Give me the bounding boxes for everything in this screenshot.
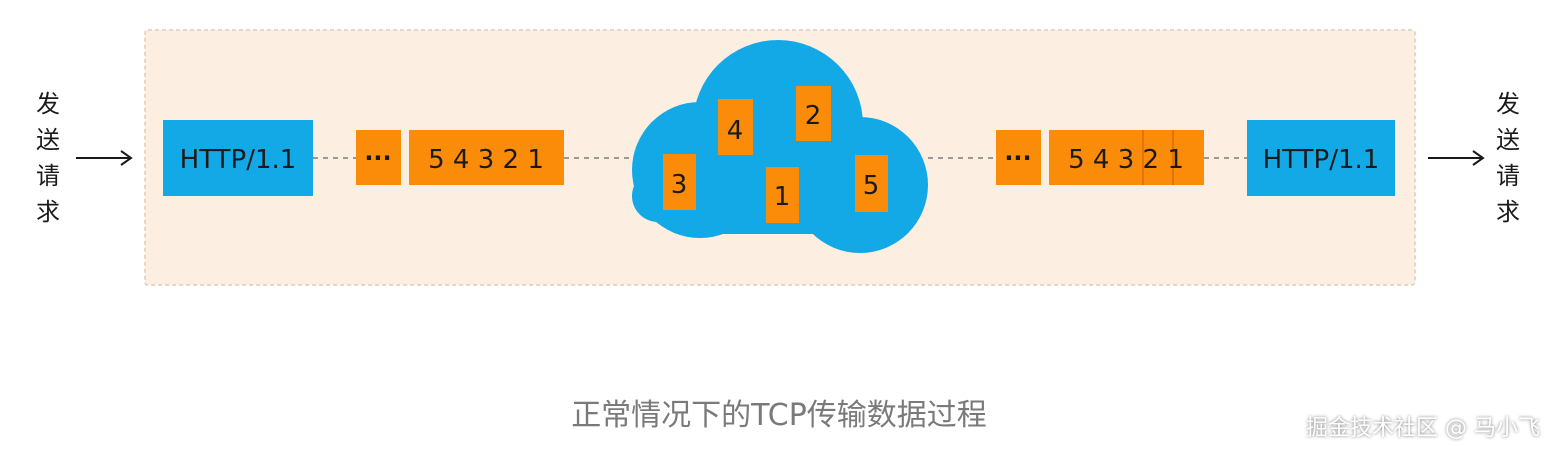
right-label-char: 请 (1496, 162, 1520, 190)
cloud-packet-4 (718, 99, 753, 155)
left-label-char: 求 (36, 198, 60, 226)
right-queue-packet (1049, 130, 1204, 185)
left-queue-label: 5 4 3 2 1 (428, 145, 544, 175)
cloud-packet-label: 2 (805, 101, 822, 131)
right-label-char: 发 (1496, 90, 1520, 118)
left-label-char: 请 (36, 162, 60, 190)
right-label-char: 求 (1496, 198, 1520, 226)
left-send-request-label: 发 送 请 求 (36, 90, 60, 226)
diagram-caption: 正常情况下的TCP传输数据过程 (571, 398, 987, 433)
cloud-packet-3 (663, 154, 696, 210)
right-send-request-label: 发 送 请 求 (1496, 90, 1520, 226)
left-label-char: 送 (36, 126, 60, 154)
cloud-packets: 4 2 3 1 5 (663, 86, 888, 223)
cloud-packet-label: 5 (863, 171, 880, 201)
right-ellipsis: ··· (1004, 144, 1031, 172)
left-ellipsis: ··· (364, 144, 391, 172)
right-http-label: HTTP/1.1 (1263, 145, 1380, 175)
left-queue-packet (409, 130, 564, 185)
left-http-label: HTTP/1.1 (180, 145, 297, 175)
left-ellipsis-packet (356, 130, 401, 185)
cloud-packet-2 (796, 86, 831, 141)
right-arrow (1428, 150, 1485, 166)
source-watermark: 掘金技术社区 @ 马小飞 (1306, 416, 1540, 441)
cloud-packet-5 (855, 155, 888, 212)
right-ellipsis-packet (996, 130, 1041, 185)
cloud-packet-label: 3 (671, 170, 688, 200)
left-arrow (76, 150, 133, 166)
left-http-box (163, 120, 313, 196)
cloud-packet-label: 1 (774, 182, 791, 212)
left-label-char: 发 (36, 90, 60, 118)
right-http-box (1247, 120, 1395, 196)
right-label-char: 送 (1496, 126, 1520, 154)
cloud-packet-label: 4 (727, 116, 744, 146)
cloud-packet-1 (766, 167, 799, 223)
right-queue-label: 5 4 3 2 1 (1068, 145, 1184, 175)
